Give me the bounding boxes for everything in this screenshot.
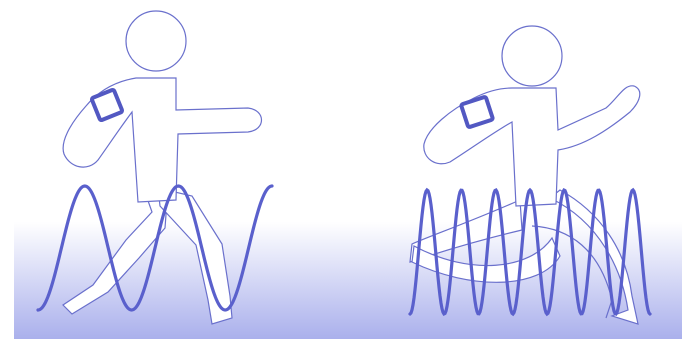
walking-head (126, 11, 186, 71)
running-torso (424, 86, 640, 206)
running-head (502, 26, 562, 86)
